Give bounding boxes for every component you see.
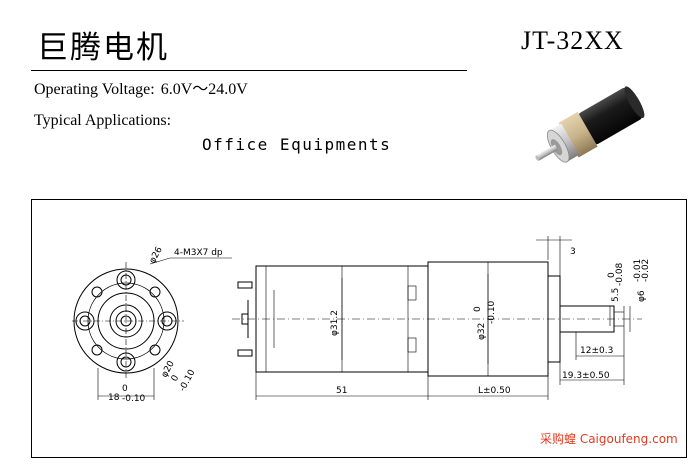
bolt-circle-label: φ26 (148, 245, 165, 265)
flat-tol-bottom: -0.10 (122, 394, 146, 404)
flat-tol-top: 0 (122, 384, 128, 394)
gearbox-tol-top: 0 (473, 306, 483, 312)
boss-length-label: 3 (570, 247, 576, 257)
technical-drawing-frame: φ26 4-M3X7 dp φ20 0 -0.10 18 0 -0.10 φ31… (31, 199, 687, 458)
shaft-diameter-label: φ6 (637, 290, 647, 302)
front-view (72, 257, 232, 400)
gearbox-diameter-label: φ32 (477, 323, 487, 340)
motor-diameter-label: φ31.2 (330, 310, 340, 336)
voltage-spec: Operating Voltage: 6.0V～24.0V (34, 75, 248, 99)
voltage-value: 6.0V～24.0V (160, 81, 248, 98)
voltage-label: Operating Voltage: (34, 81, 155, 98)
pilot-tol-bottom: -0.10 (178, 368, 198, 393)
shaft-tol-top: -0.01 (633, 259, 643, 282)
flat-width-label: 18 (108, 393, 120, 403)
technical-drawing: φ26 4-M3X7 dp φ20 0 -0.10 18 0 -0.10 φ31… (72, 236, 651, 404)
watermark: 采购蝗 Caigoufeng.com (540, 432, 678, 446)
motor-length-label: 51 (336, 386, 347, 396)
shaft-flat-tol-top: 0 (607, 272, 617, 278)
shaft-length-label: 19.3±0.50 (562, 371, 610, 381)
shaft-flat-length-label: 12±0.3 (580, 346, 613, 356)
product-photo (535, 86, 645, 163)
header-divider (31, 70, 467, 71)
shaft-flat-label: 5.5 (611, 288, 621, 302)
shaft-flat-tol-bottom: -0.08 (615, 262, 625, 286)
gearbox-tol-bottom: -0.10 (487, 300, 497, 324)
gearbox-length-label: L±0.50 (478, 386, 511, 396)
applications-label: Typical Applications: (34, 112, 172, 129)
applications-value: Office Equipments (202, 135, 392, 154)
shaft-tol-bottom: -0.02 (641, 259, 651, 282)
side-view (232, 236, 642, 400)
pilot-tol-top: 0 (170, 373, 182, 383)
screw-note-label: 4-M3X7 dp (174, 248, 223, 258)
model-number: JT-32XX (521, 26, 624, 55)
brand-title: 巨腾电机 (37, 30, 169, 66)
